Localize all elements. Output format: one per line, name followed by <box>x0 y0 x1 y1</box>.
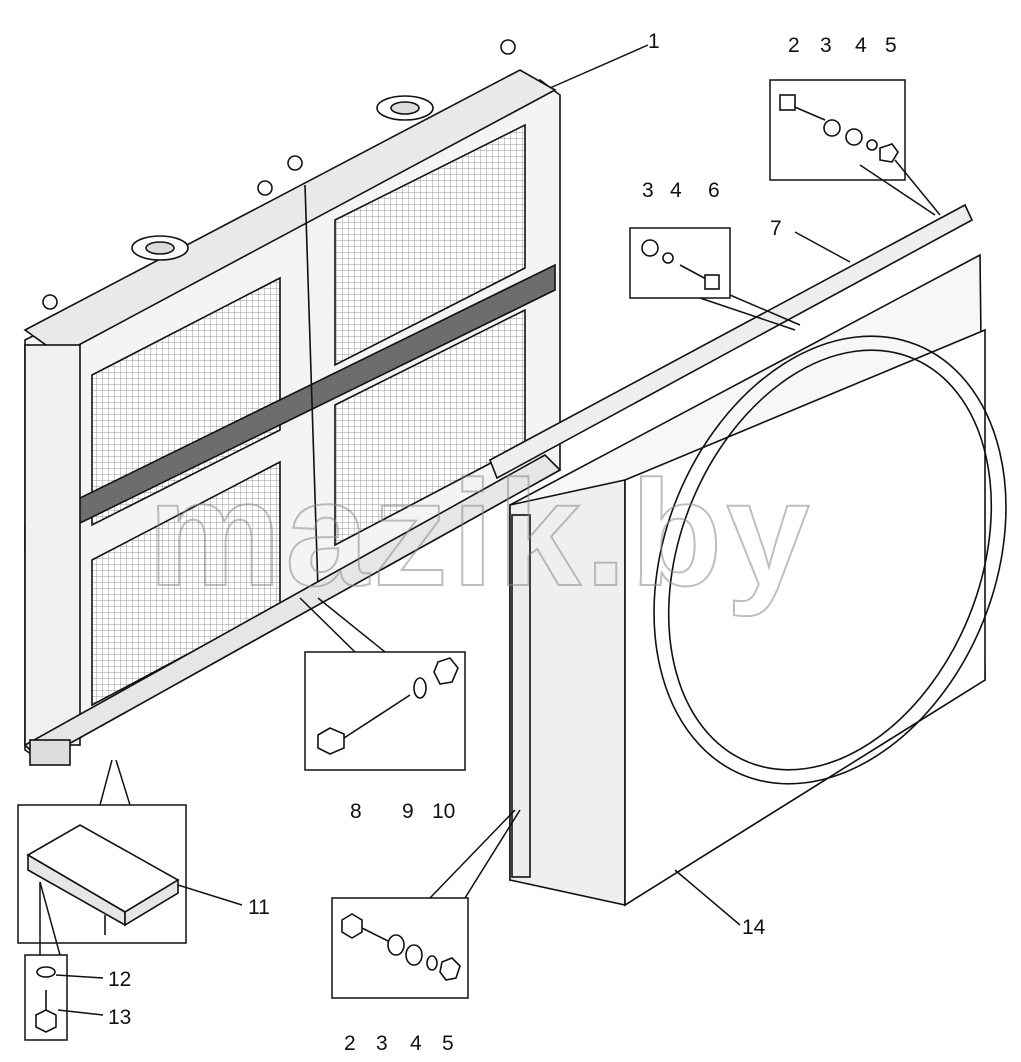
washer <box>845 128 863 146</box>
washer <box>387 934 405 956</box>
radiator-core-upper-left <box>91 276 281 527</box>
callout-9: 9 <box>402 800 414 823</box>
callout-mid-3: 3 <box>642 179 654 202</box>
detail-box-bolt <box>24 954 68 1041</box>
bolt-shank <box>361 927 391 943</box>
callout-bottom-4: 4 <box>410 1032 422 1055</box>
callout-top-right-2: 2 <box>788 34 800 57</box>
fan-shroud <box>488 203 1007 907</box>
callout-mid-6: 6 <box>708 179 720 202</box>
callout-bottom-2: 2 <box>344 1032 356 1055</box>
hardware-set-top-right <box>779 94 899 163</box>
watermark: mazik.by <box>148 449 814 617</box>
lifting-eye <box>500 39 516 55</box>
callout-bottom-3: 3 <box>376 1032 388 1055</box>
callout-13: 13 <box>108 1006 131 1029</box>
fan-ring-outer <box>653 335 1007 785</box>
detail-box-mid <box>629 227 731 299</box>
radiator-side-tank <box>24 344 81 746</box>
lock-washer <box>426 955 438 971</box>
bolt-head <box>341 913 363 939</box>
washer <box>641 239 659 257</box>
mounting-bracket <box>26 824 180 935</box>
bolt-head <box>317 727 345 755</box>
washer-and-bolt <box>35 966 57 1033</box>
callout-10: 10 <box>432 800 455 823</box>
shroud-flange <box>511 514 531 878</box>
leader-lines <box>39 44 941 1016</box>
shroud-body <box>624 328 986 907</box>
radiator-assembly <box>23 39 562 766</box>
lifting-eye <box>42 294 58 310</box>
bolt <box>679 264 709 281</box>
detail-box-bracket <box>17 804 187 944</box>
detail-box-top-right <box>769 79 906 181</box>
callout-top-right-4: 4 <box>855 34 867 57</box>
callout-1: 1 <box>648 30 660 53</box>
lock-washer <box>866 139 878 151</box>
callout-mid-4: 4 <box>670 179 682 202</box>
callout-14: 14 <box>742 916 766 939</box>
callout-8: 8 <box>350 800 362 823</box>
mounting-strip <box>488 203 974 480</box>
callout-top-right-5: 5 <box>885 34 897 57</box>
lifting-eye <box>257 180 273 196</box>
callout-top-right-3: 3 <box>820 34 832 57</box>
washer <box>36 966 56 978</box>
nut <box>879 143 899 163</box>
bolt <box>789 104 826 121</box>
nut <box>439 957 461 981</box>
washer <box>405 944 423 966</box>
detail-box-bottom <box>331 897 469 999</box>
fan-ring-inner <box>667 349 993 771</box>
lock-washer <box>413 677 427 699</box>
callout-12: 12 <box>108 968 131 991</box>
callout-bottom-5: 5 <box>442 1032 454 1055</box>
tie-rod <box>304 184 319 591</box>
radiator-core-upper-right <box>334 123 526 367</box>
hardware-set-mid <box>641 239 720 290</box>
hardware-set-center <box>317 657 459 755</box>
lock-washer <box>662 252 674 264</box>
bolt-shank <box>343 694 411 739</box>
hardware-set-bottom <box>341 913 461 981</box>
callout-11: 11 <box>248 896 270 919</box>
lifting-eye <box>287 155 303 171</box>
nut <box>433 657 459 685</box>
washer <box>823 119 841 137</box>
callout-7: 7 <box>770 217 782 240</box>
callout-labels: 1 2 3 4 5 3 4 6 7 8 9 10 11 12 13 14 2 3… <box>108 30 897 1055</box>
